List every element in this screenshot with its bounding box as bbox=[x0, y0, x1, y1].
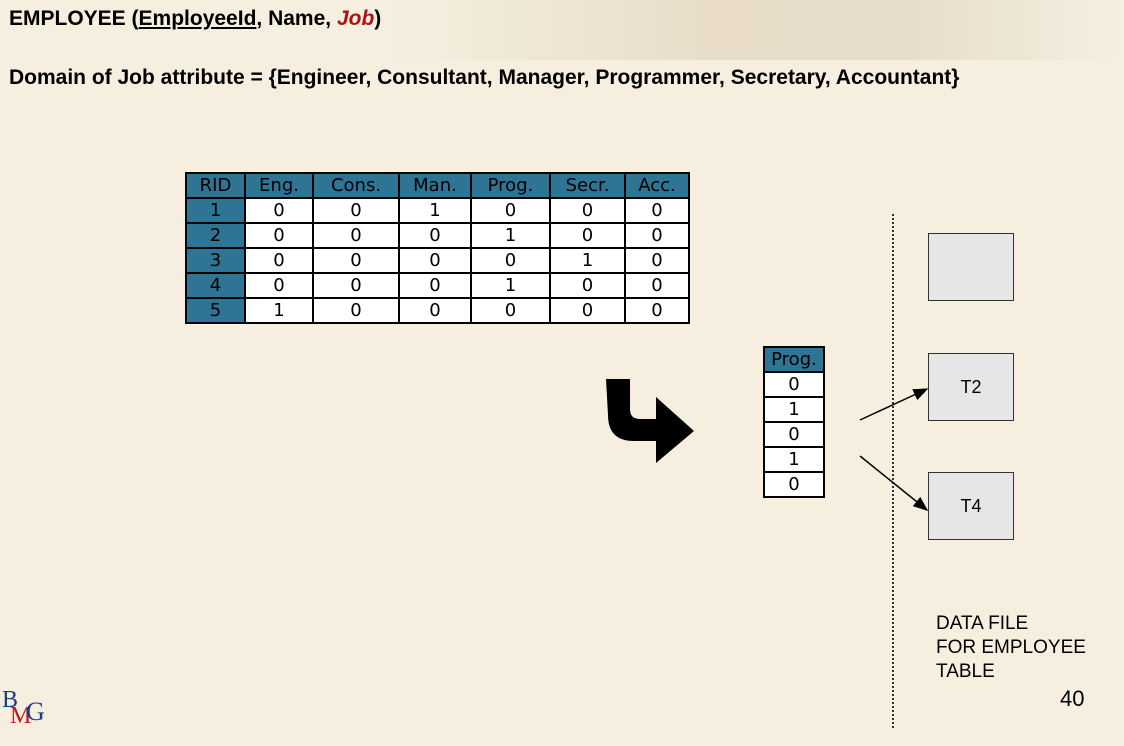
table-row: 0 bbox=[763, 371, 825, 398]
bit-cell: 0 bbox=[244, 272, 314, 299]
prog-header-cell: Prog. bbox=[763, 346, 825, 373]
bit-cell: 0 bbox=[470, 247, 551, 274]
table-row: 1 bbox=[763, 446, 825, 473]
title-suffix: ) bbox=[374, 7, 382, 30]
bitmap-header-cell: Secr. bbox=[549, 172, 626, 199]
bit-cell: 0 bbox=[549, 272, 626, 299]
bit-cell: 0 bbox=[624, 222, 690, 249]
dotted-divider bbox=[892, 214, 894, 728]
bitmap-header-cell: Man. bbox=[398, 172, 472, 199]
table-row: 0 bbox=[763, 471, 825, 498]
bitmap-header-cell: RID bbox=[185, 172, 246, 199]
title-middle: , Name, bbox=[256, 7, 337, 30]
bit-cell: 0 bbox=[312, 247, 400, 274]
bit-cell: 0 bbox=[312, 297, 400, 324]
bit-cell: 1 bbox=[398, 197, 472, 224]
bit-cell: 0 bbox=[624, 272, 690, 299]
title-key-attribute: EmployeeId bbox=[138, 7, 257, 30]
bit-cell: 0 bbox=[549, 197, 626, 224]
prog-bit-vector: Prog. 0 1 0 1 0 bbox=[763, 346, 825, 498]
table-row: 1 0 0 1 0 0 0 bbox=[185, 197, 690, 224]
bit-cell: 0 bbox=[470, 297, 551, 324]
bit-cell: 0 bbox=[624, 197, 690, 224]
table-row: 5 1 0 0 0 0 0 bbox=[185, 297, 690, 324]
table-row: 1 bbox=[763, 396, 825, 423]
table-row: 4 0 0 0 1 0 0 bbox=[185, 272, 690, 299]
rid-cell: 4 bbox=[185, 272, 246, 299]
bit-cell: 0 bbox=[398, 247, 472, 274]
bit-cell: 0 bbox=[763, 471, 825, 498]
bit-cell: 0 bbox=[312, 222, 400, 249]
rid-cell: 1 bbox=[185, 197, 246, 224]
bit-cell: 1 bbox=[549, 247, 626, 274]
logo-letter-g: G bbox=[26, 697, 45, 726]
data-block-empty bbox=[928, 233, 1014, 301]
table-row: 0 bbox=[763, 421, 825, 448]
title-job-attribute: Job bbox=[336, 7, 375, 30]
bitmap-header-cell: Cons. bbox=[312, 172, 400, 199]
data-block-t2: T2 bbox=[928, 353, 1014, 421]
bit-cell: 1 bbox=[470, 222, 551, 249]
bit-cell: 1 bbox=[763, 446, 825, 473]
page-title: EMPLOYEE (EmployeeId, Name, Job) bbox=[9, 7, 381, 31]
bit-cell: 0 bbox=[312, 272, 400, 299]
logo-letter-m: M bbox=[10, 703, 32, 729]
bit-cell: 0 bbox=[624, 297, 690, 324]
bmg-logo: B M G bbox=[2, 687, 62, 743]
data-block-t4: T4 bbox=[928, 472, 1014, 540]
table-row: 2 0 0 0 1 0 0 bbox=[185, 222, 690, 249]
rid-cell: 2 bbox=[185, 222, 246, 249]
bit-cell: 1 bbox=[763, 396, 825, 423]
bit-cell: 0 bbox=[244, 197, 314, 224]
bit-cell: 0 bbox=[549, 222, 626, 249]
bit-cell: 0 bbox=[312, 197, 400, 224]
bit-cell: 0 bbox=[624, 247, 690, 274]
bit-cell: 1 bbox=[470, 272, 551, 299]
bit-cell: 0 bbox=[763, 371, 825, 398]
bit-cell: 1 bbox=[244, 297, 314, 324]
bit-cell: 0 bbox=[244, 222, 314, 249]
bitmap-index-table: RID Eng. Cons. Man. Prog. Secr. Acc. 1 0… bbox=[185, 172, 690, 324]
rid-cell: 3 bbox=[185, 247, 246, 274]
bit-cell: 0 bbox=[398, 222, 472, 249]
bitmap-header-cell: Acc. bbox=[624, 172, 690, 199]
data-file-label: DATA FILE FOR EMPLOYEE TABLE bbox=[936, 613, 1086, 682]
domain-definition: Domain of Job attribute = {Engineer, Con… bbox=[9, 66, 960, 89]
curved-arrow-icon bbox=[606, 379, 694, 463]
header-texture bbox=[380, 0, 1124, 60]
bit-cell: 0 bbox=[763, 421, 825, 448]
prog-header-row: Prog. bbox=[763, 346, 825, 373]
bitmap-header-cell: Prog. bbox=[470, 172, 551, 199]
bitmap-header-row: RID Eng. Cons. Man. Prog. Secr. Acc. bbox=[185, 172, 690, 199]
rid-cell: 5 bbox=[185, 297, 246, 324]
bit-cell: 0 bbox=[398, 272, 472, 299]
bit-cell: 0 bbox=[470, 197, 551, 224]
table-row: 3 0 0 0 0 1 0 bbox=[185, 247, 690, 274]
bitmap-header-cell: Eng. bbox=[244, 172, 314, 199]
bit-cell: 0 bbox=[244, 247, 314, 274]
logo-letter-b: B bbox=[2, 687, 19, 713]
title-prefix: EMPLOYEE ( bbox=[9, 7, 139, 30]
bit-cell: 0 bbox=[398, 297, 472, 324]
page-number: 40 bbox=[1060, 686, 1085, 711]
bit-cell: 0 bbox=[549, 297, 626, 324]
